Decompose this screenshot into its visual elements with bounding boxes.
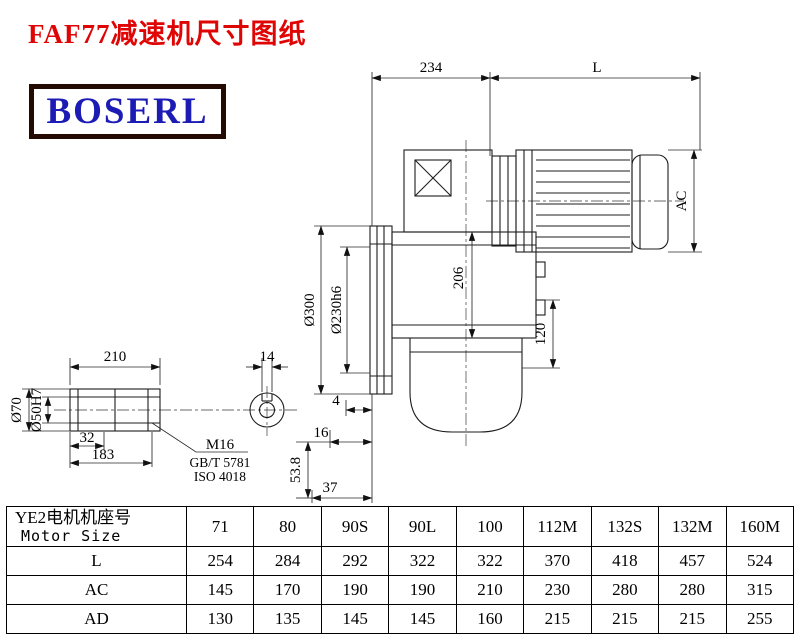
- table-cell: 322: [388, 546, 457, 576]
- motor-size-col-header: 160M: [725, 506, 794, 547]
- shaft-side-view: [69, 388, 161, 432]
- shaft-end-view: [249, 392, 285, 428]
- dim-120-label: 120: [533, 323, 549, 346]
- table-row-L: L 254 284 292 322 322 370 418 457 524: [6, 546, 794, 576]
- dim-phi300: [314, 225, 370, 395]
- table-cell: 322: [455, 546, 525, 576]
- row-label-L: L: [6, 546, 187, 576]
- table-cell: 292: [320, 546, 390, 576]
- motor-size-header-en: Motor Size: [21, 526, 122, 545]
- table-cell: 145: [185, 575, 255, 605]
- note-iso-label: ISO 4018: [194, 469, 246, 484]
- table-cell: 145: [388, 604, 457, 634]
- motor-size-col-header: 132S: [590, 506, 660, 547]
- dim-120: [522, 299, 560, 369]
- dim-phi50: [42, 396, 70, 424]
- dim-phi230-label: Ø230h6: [329, 285, 345, 334]
- dimension-table: YE2电机机座号 Motor Size 71 80 90S 90L 100 11…: [6, 506, 794, 634]
- motor-size-col-header: 90L: [388, 506, 457, 547]
- table-cell: 418: [590, 546, 660, 576]
- table-cell: 315: [725, 575, 794, 605]
- motor-size-col-header: 90S: [320, 506, 390, 547]
- table-cell: 160: [455, 604, 525, 634]
- motor-fan-cowl: [631, 154, 669, 250]
- table-cell: 457: [658, 546, 727, 576]
- motor-size-col-header: 80: [253, 506, 322, 547]
- motor-size-col-header: 100: [455, 506, 525, 547]
- table-cell: 280: [658, 575, 727, 605]
- motor-size-col-header: 132M: [658, 506, 727, 547]
- dim-32-label: 32: [80, 430, 95, 446]
- dim-phi230: [340, 246, 370, 374]
- table-row-AD: AD 130 135 145 145 160 215 215 215 255: [6, 604, 794, 634]
- dim-234: [371, 72, 491, 226]
- row-label-AD: AD: [6, 604, 187, 634]
- dim-4-label: 4: [332, 393, 340, 409]
- table-cell: 280: [590, 575, 660, 605]
- table-cell: 524: [725, 546, 794, 576]
- boserl-logo-text: BOSERL: [46, 91, 209, 132]
- table-cell: 215: [658, 604, 727, 634]
- table-cell: 370: [523, 546, 592, 576]
- table-cell: 135: [253, 604, 322, 634]
- motor-size-col-header: 112M: [523, 506, 592, 547]
- dim-phi300-label: Ø300: [302, 293, 318, 326]
- dim-phi70: [22, 388, 70, 432]
- dim-37: [311, 490, 373, 503]
- table-cell: 230: [523, 575, 592, 605]
- dim-206-label: 206: [451, 266, 467, 289]
- boserl-logo: BOSERL: [29, 84, 226, 139]
- dim-210: [69, 358, 161, 385]
- table-cell: 215: [590, 604, 660, 634]
- motor-fins: [536, 159, 630, 249]
- motor-size-header-cell: YE2电机机座号 Motor Size: [6, 506, 187, 547]
- dim-37-label: 37: [323, 480, 339, 496]
- table-cell: 130: [185, 604, 255, 634]
- table-row-AC: AC 145 170 190 190 210 230 280 280 315: [6, 575, 794, 605]
- dim-234-label: 234: [420, 60, 443, 76]
- thread-note-leader: [151, 422, 248, 453]
- table-cell: 254: [185, 546, 255, 576]
- row-label-AC: AC: [6, 575, 187, 605]
- mounting-flange: [369, 225, 393, 395]
- motor-side-view: [491, 149, 669, 253]
- technical-drawing: 234 L AC Ø300 Ø230h6 206: [9, 60, 702, 503]
- dim-L: [489, 72, 701, 150]
- table-cell: 215: [523, 604, 592, 634]
- dim-16-label: 16: [314, 425, 330, 441]
- table-cell: 190: [388, 575, 457, 605]
- dim-16: [329, 430, 373, 448]
- dim-4: [345, 400, 373, 416]
- dim-14-label: 14: [260, 349, 276, 365]
- table-cell: 145: [320, 604, 390, 634]
- table-header-row: YE2电机机座号 Motor Size 71 80 90S 90L 100 11…: [6, 506, 794, 547]
- dim-AC-label: AC: [674, 191, 690, 212]
- gearbox-side-view: [391, 149, 546, 433]
- table-cell: 170: [253, 575, 322, 605]
- dim-210-label: 210: [104, 349, 127, 365]
- dim-14: [246, 358, 288, 392]
- dim-53-8-label: 53.8: [288, 457, 304, 483]
- table-cell: 255: [725, 604, 794, 634]
- table-cell: 190: [320, 575, 390, 605]
- motor-size-header-cn: YE2电机机座号: [15, 508, 132, 528]
- dim-phi70-label: Ø70: [9, 397, 25, 423]
- motor-size-col-header: 71: [185, 506, 255, 547]
- dim-53-8: [296, 441, 330, 499]
- dim-L-label: L: [592, 60, 601, 76]
- note-gb-label: GB/T 5781: [190, 455, 251, 470]
- page-title: FAF77减速机尺寸图纸: [28, 19, 307, 49]
- machined-face-mark: [414, 159, 452, 197]
- dim-phi50-label: Ø50H7: [29, 387, 45, 432]
- note-m16-label: M16: [206, 437, 235, 453]
- table-cell: 284: [253, 546, 322, 576]
- table-cell: 210: [455, 575, 525, 605]
- dim-AC: [668, 149, 702, 253]
- dim-183: [69, 432, 153, 467]
- dim-183-label: 183: [92, 447, 115, 463]
